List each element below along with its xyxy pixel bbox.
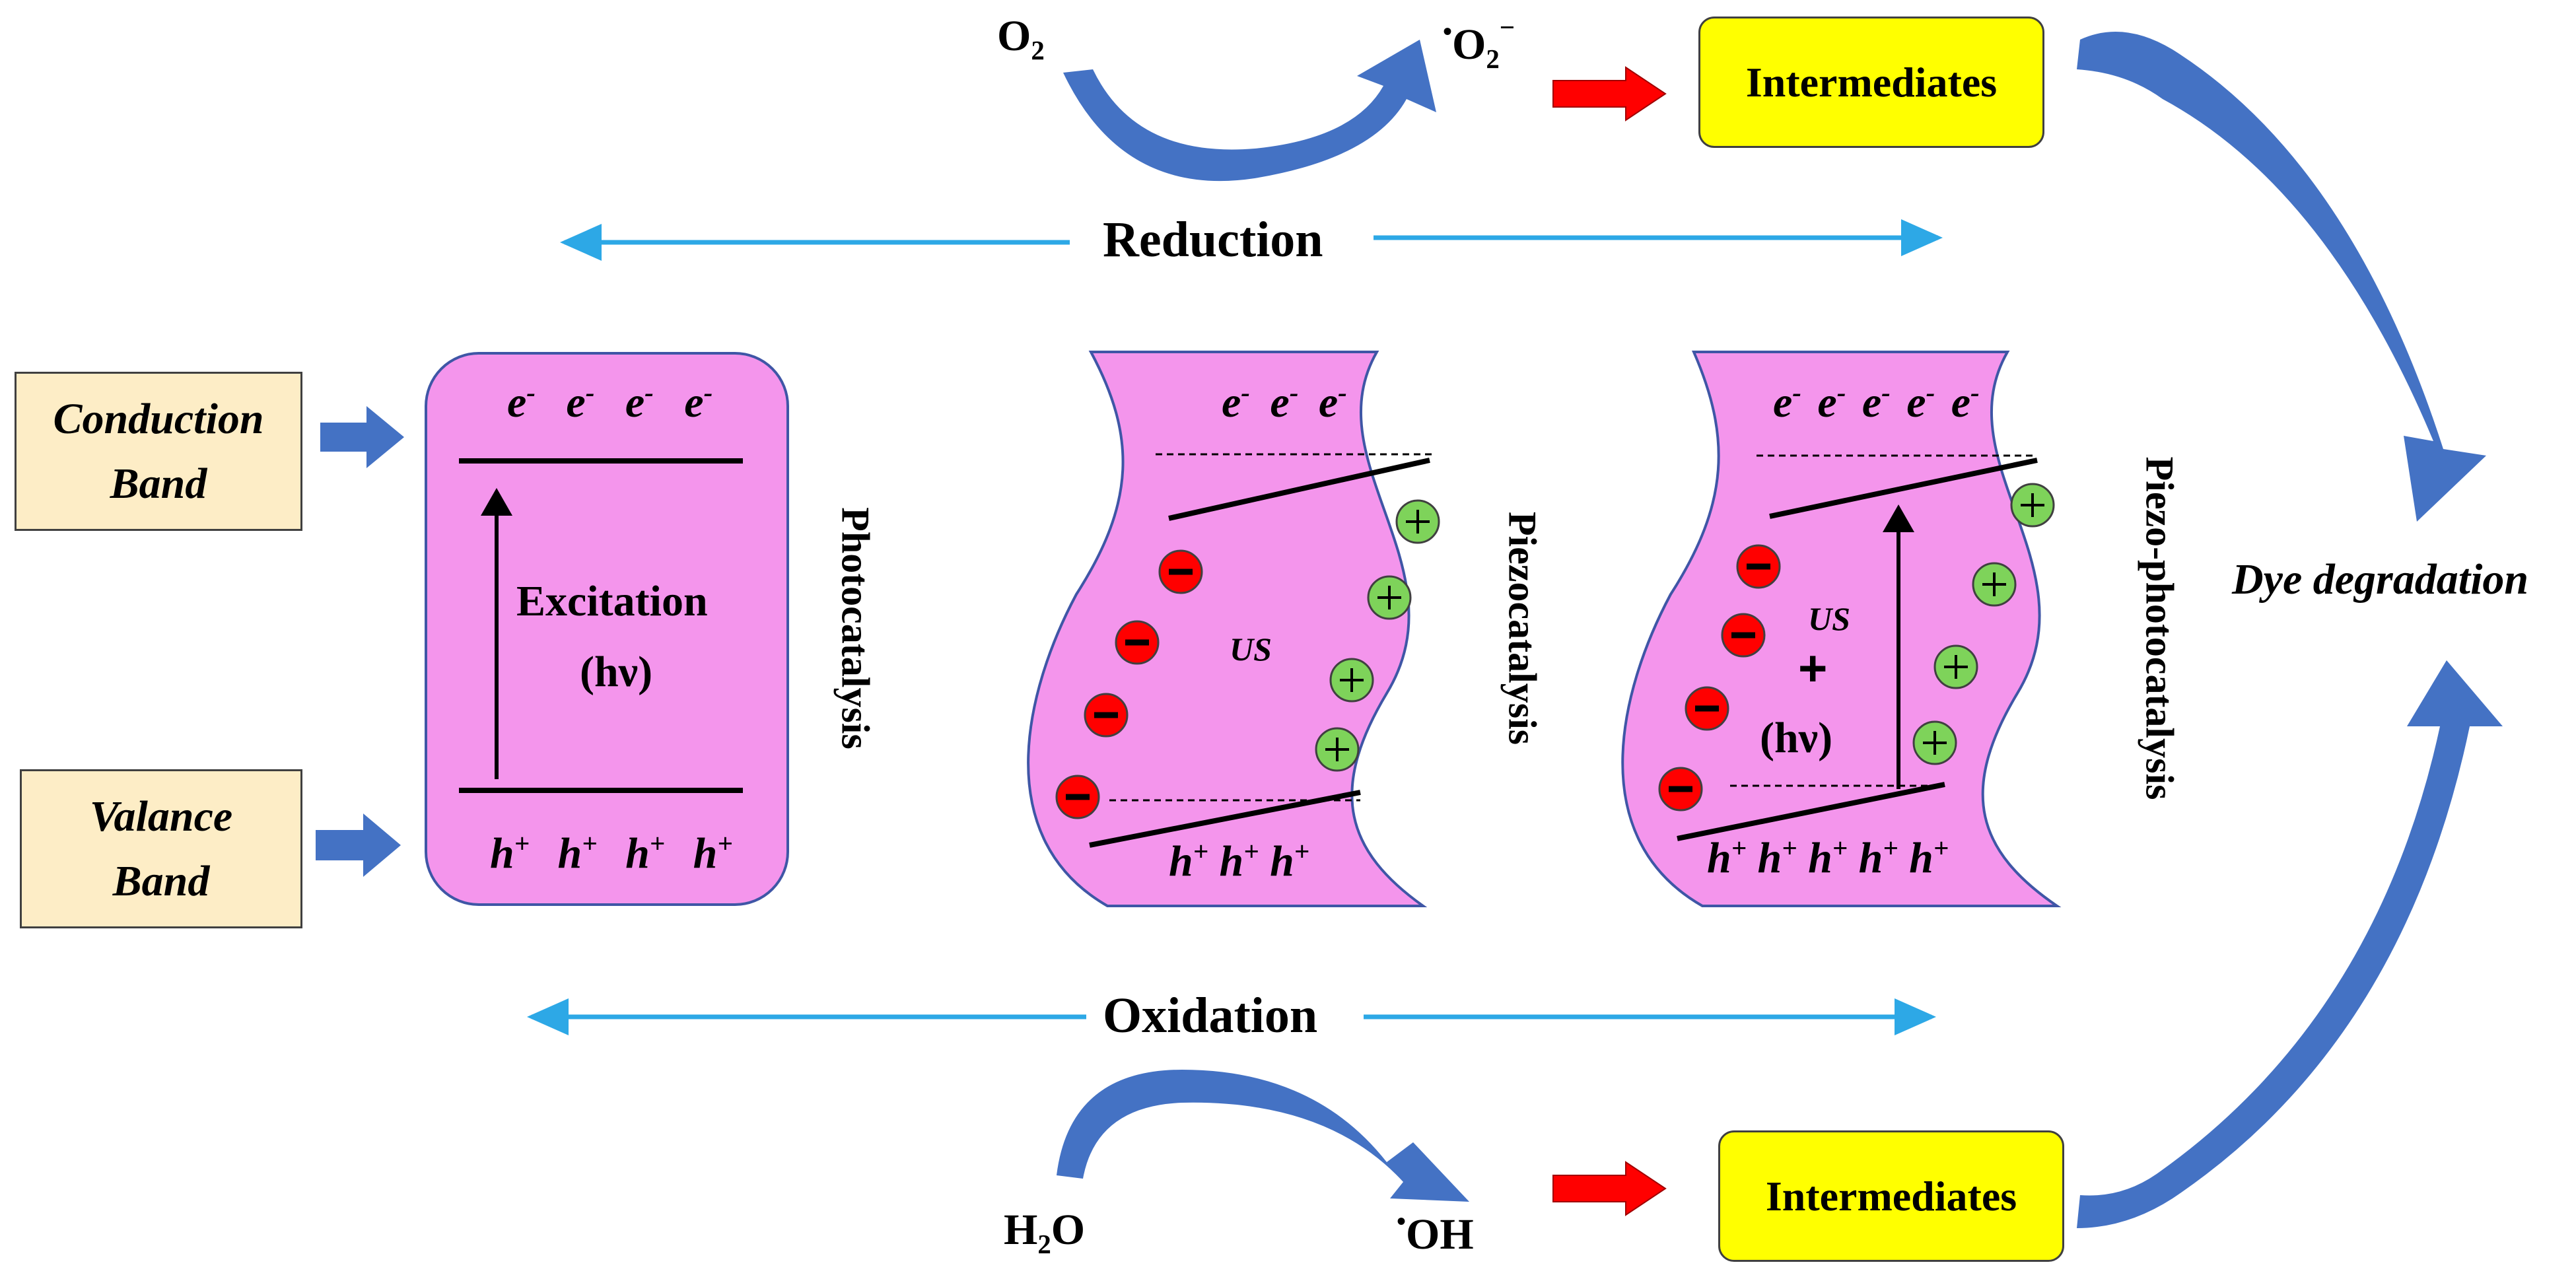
piezo-photo-plus: + — [1798, 640, 1828, 697]
red-arrow-bottom — [1552, 1161, 1667, 1216]
photocatalysis-panel — [425, 352, 789, 906]
negative-charge-icon — [1055, 775, 1100, 819]
photo-electrons: e- e- e- e- — [507, 378, 713, 427]
intermediates-box-bottom: Intermediates — [1718, 1130, 2064, 1262]
arrow-conduction — [320, 406, 404, 468]
piezo-photo-hv: (hν) — [1760, 714, 1833, 762]
piezo-electrons: e- e- e- — [1222, 378, 1347, 427]
dye-degradation-label: Dye degradation — [2232, 555, 2529, 604]
negative-charge-icon — [1084, 693, 1129, 738]
piezo-photo-conduction-line — [1769, 458, 2038, 519]
conduction-line2: Band — [110, 459, 207, 508]
superoxide-label: •O2− — [1443, 13, 1515, 75]
piezo-photo-us: US — [1808, 600, 1850, 637]
intermediates-box-top: Intermediates — [1698, 17, 2044, 148]
valance-line1: Valance — [89, 792, 233, 841]
piezo-photocatalysis-title: Piezo-photocatalysis — [2138, 456, 2182, 800]
piezo-valance-line — [1089, 790, 1361, 848]
piezo-photo-holes: h+ h+ h+ h+ h+ — [1707, 833, 1949, 882]
piezo-holes: h+ h+ h+ — [1169, 837, 1310, 885]
piezo-us: US — [1230, 631, 1272, 668]
photocatalysis-title: Photocatalysis — [833, 507, 878, 749]
curved-arrow-top — [1063, 40, 1436, 182]
positive-charge-icon — [1395, 499, 1440, 544]
negative-charge-icon — [1736, 544, 1781, 589]
negative-charge-icon — [1658, 767, 1703, 812]
conduction-line1: Conduction — [53, 394, 264, 443]
piezocatalysis-panel — [1027, 351, 1428, 907]
valance-line2: Band — [112, 856, 210, 905]
piezo-conduction-line — [1168, 458, 1430, 521]
piezocatalysis-title: Piezocatalysis — [1500, 511, 1545, 745]
negative-charge-icon — [1115, 620, 1160, 665]
negative-charge-icon — [1158, 549, 1203, 594]
valance-band-box: Valance Band — [20, 769, 302, 928]
charge-group — [1055, 483, 2055, 819]
positive-charge-icon — [1315, 727, 1360, 772]
piezo-photocatalysis-panel — [1621, 351, 2062, 907]
photo-hv-text: (hν) — [580, 648, 653, 696]
oxygen-label: O2 — [997, 12, 1045, 66]
curved-arrow-bottom — [1057, 1070, 1469, 1202]
oxidation-label: Oxidation — [1103, 988, 1318, 1043]
hydroxyl-label: •OH — [1397, 1206, 1474, 1259]
curved-arrow-bottom-right — [2077, 660, 2503, 1228]
negative-charge-icon — [1721, 613, 1766, 658]
water-label: H2O — [1004, 1206, 1086, 1260]
red-arrow-top — [1552, 66, 1667, 121]
positive-charge-icon — [1367, 575, 1412, 620]
arrow-valance — [316, 813, 401, 877]
positive-charge-icon — [1912, 720, 1957, 765]
conduction-band-box: Conduction Band — [15, 372, 302, 531]
positive-charge-icon — [1933, 644, 1978, 689]
positive-charge-icon — [2010, 483, 2055, 528]
positive-charge-icon — [1329, 658, 1374, 703]
curved-arrow-top-right — [2077, 32, 2486, 522]
positive-charge-icon — [1972, 562, 2017, 607]
piezo-photo-electrons: e- e- e- e- e- — [1773, 378, 1980, 427]
photo-excitation-text: Excitation — [516, 577, 708, 625]
reduction-label: Reduction — [1103, 212, 1323, 267]
photo-holes: h+ h+ h+ h+ — [490, 829, 733, 878]
piezo-photo-valance-line — [1677, 782, 1945, 841]
negative-charge-icon — [1685, 686, 1729, 731]
